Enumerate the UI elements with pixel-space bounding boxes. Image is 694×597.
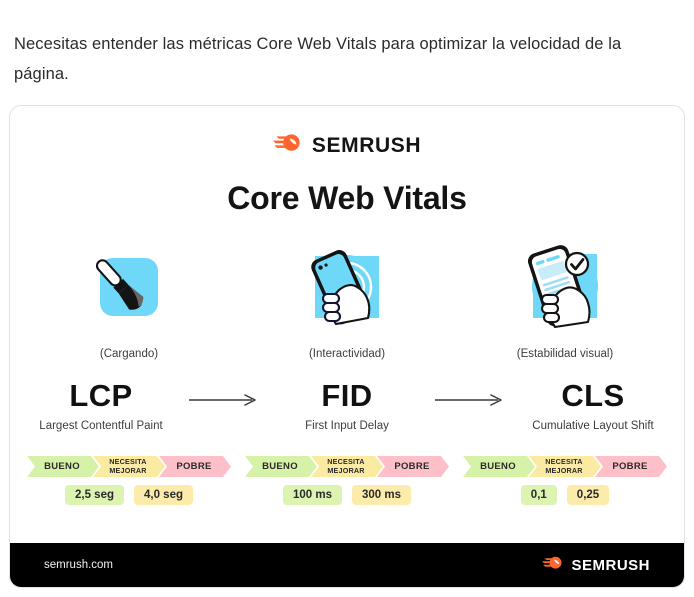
column-lcp: (Cargando) — [20, 238, 238, 360]
metrics-row: LCP Largest Contentful Paint FID First I… — [10, 380, 684, 432]
brand-name: SEMRUSH — [311, 133, 422, 157]
semrush-comet-icon — [272, 132, 303, 159]
metric-full-lcp: Largest Contentful Paint — [39, 420, 163, 432]
chevron-row: BUENO NECESITA MEJORAR POBRE — [27, 456, 231, 477]
rating-ni-line1-fid: NECESITA — [327, 457, 365, 466]
rating-poor-cls: POBRE — [595, 456, 667, 477]
metric-lcp: LCP Largest Contentful Paint — [20, 380, 182, 432]
threshold-row-lcp: 2,5 seg 4,0 seg — [65, 485, 193, 505]
hand-tapping-phone-icon — [297, 238, 397, 336]
infographic-card: SEMRUSH Core Web Vitals (Cargando) — [9, 105, 685, 588]
rating-scale-lcp: BUENO NECESITA MEJORAR POBRE 2,5 seg 4,0… — [20, 456, 238, 505]
threshold-good-lcp: 2,5 seg — [65, 485, 124, 505]
threshold-poor-cls: 0,25 — [566, 485, 610, 505]
threshold-row-fid: 100 ms 300 ms — [282, 485, 412, 505]
column-cls: (Estabilidad visual) — [456, 238, 674, 360]
rating-scale-fid: BUENO NECESITA MEJORAR POBRE 100 ms 300 … — [238, 456, 456, 505]
metric-fid: FID First Input Delay — [266, 380, 428, 432]
rating-ni-line2-fid: MEJORAR — [327, 465, 365, 475]
footer-brand-name: SEMRUSH — [571, 556, 650, 574]
rating-good-fid: BUENO — [245, 456, 317, 477]
footer-url: semrush.com — [44, 559, 114, 571]
rating-ni-line1-cls: NECESITA — [545, 457, 583, 466]
rating-poor-fid: POBRE — [377, 456, 449, 477]
chevron-row: BUENO NECESITA MEJORAR POBRE — [463, 456, 667, 477]
metric-full-cls: Cumulative Layout Shift — [532, 420, 654, 432]
threshold-good-fid: 100 ms — [282, 485, 342, 505]
threshold-row-cls: 0,1 0,25 — [520, 485, 610, 505]
hand-phone-checkmark-icon — [515, 238, 615, 336]
rating-good-cls: BUENO — [463, 456, 535, 477]
page-title: Core Web Vitals — [227, 180, 467, 216]
threshold-poor-lcp: 4,0 seg — [134, 485, 193, 505]
caption-cls: (Estabilidad visual) — [516, 348, 614, 360]
arrow-fid-to-cls — [428, 380, 512, 406]
rating-ni-line1-lcp: NECESITA — [109, 457, 147, 466]
metric-cls: CLS Cumulative Layout Shift — [512, 380, 674, 432]
metric-abbr-lcp: LCP — [69, 378, 133, 413]
caption-lcp: (Cargando) — [99, 348, 159, 360]
caption-fid: (Interactividad) — [308, 348, 386, 360]
chevron-row: BUENO NECESITA MEJORAR POBRE — [245, 456, 449, 477]
metric-abbr-cls: CLS — [561, 378, 625, 413]
rating-poor-lcp: POBRE — [159, 456, 231, 477]
illustration-row: (Cargando) — [10, 238, 684, 360]
brand-logo: SEMRUSH — [10, 132, 684, 159]
rating-needs-improvement-fid: NECESITA MEJORAR — [311, 456, 383, 477]
rating-good-lcp: BUENO — [27, 456, 99, 477]
paintbrush-icon — [86, 238, 172, 336]
threshold-good-cls: 0,1 — [520, 485, 557, 505]
metric-full-fid: First Input Delay — [305, 420, 389, 432]
rating-needs-improvement-cls: NECESITA MEJORAR — [529, 456, 601, 477]
threshold-poor-fid: 300 ms — [352, 485, 412, 505]
arrow-lcp-to-fid — [182, 380, 266, 406]
rating-ni-line2-lcp: MEJORAR — [109, 465, 147, 475]
column-fid: (Interactividad) — [238, 238, 456, 360]
metric-abbr-fid: FID — [321, 378, 373, 413]
rating-scale-cls: BUENO NECESITA MEJORAR POBRE 0,1 0,25 — [456, 456, 674, 505]
rating-scales-row: BUENO NECESITA MEJORAR POBRE 2,5 seg 4,0… — [10, 456, 684, 505]
intro-paragraph: Necesitas entender las métricas Core Web… — [14, 34, 622, 83]
footer-brand-logo: SEMRUSH — [542, 555, 650, 576]
rating-needs-improvement-lcp: NECESITA MEJORAR — [93, 456, 165, 477]
card-footer: semrush.com SEMRUSH — [10, 543, 684, 587]
rating-ni-line2-cls: MEJORAR — [545, 465, 583, 475]
semrush-comet-icon — [542, 555, 564, 576]
